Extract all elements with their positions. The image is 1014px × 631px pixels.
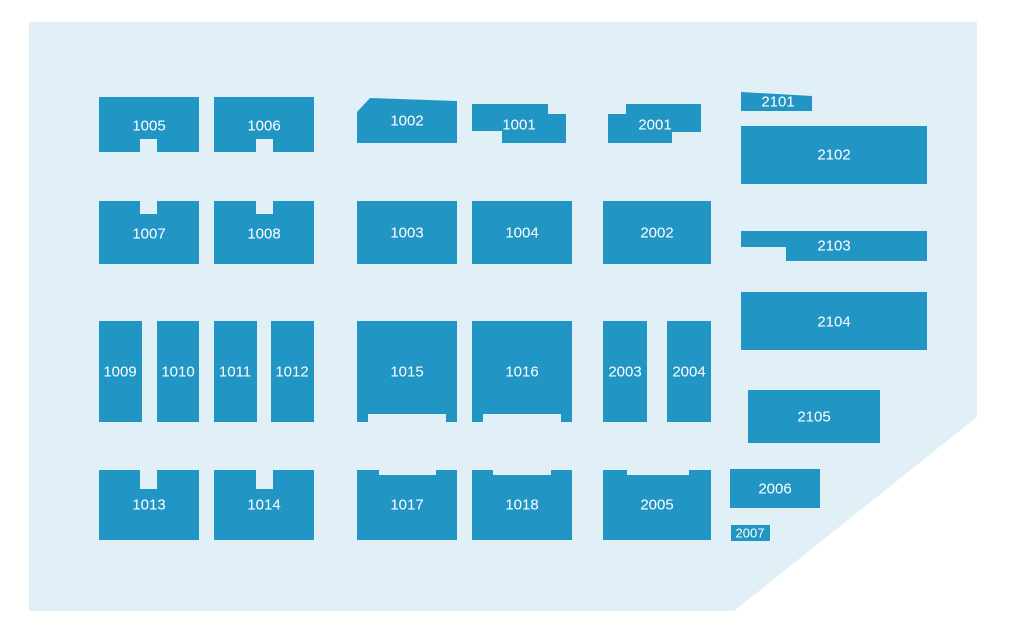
lot-label-1005: 1005 [132, 118, 165, 135]
lot-1003[interactable]: 1003 [357, 201, 457, 264]
lot-2102[interactable]: 2102 [741, 126, 927, 184]
lot-label-2001: 2001 [638, 117, 671, 134]
lot-label-1012: 1012 [275, 364, 308, 381]
lot-label-1011: 1011 [219, 364, 251, 381]
lot-2007[interactable]: 2007 [731, 525, 770, 541]
lot-1011[interactable]: 1011 [214, 321, 257, 422]
lot-label-1006: 1006 [247, 118, 280, 135]
lot-label-2002: 2002 [640, 225, 673, 242]
lot-label-2103: 2103 [817, 238, 850, 255]
lot-1009[interactable]: 1009 [99, 321, 142, 422]
lot-1007[interactable]: 1007 [99, 201, 199, 264]
lot-label-1015: 1015 [390, 364, 423, 381]
lot-label-2005: 2005 [640, 497, 673, 514]
site-area [29, 22, 977, 611]
lot-1013[interactable]: 1013 [99, 470, 199, 540]
lot-label-2004: 2004 [672, 364, 705, 381]
lot-1001[interactable]: 1001 [472, 104, 566, 143]
lot-label-1017: 1017 [390, 497, 423, 514]
lot-label-2003: 2003 [608, 364, 641, 381]
lot-label-1003: 1003 [390, 225, 423, 242]
lot-2002[interactable]: 2002 [603, 201, 711, 264]
lot-label-1010: 1010 [161, 364, 194, 381]
lot-2104[interactable]: 2104 [741, 292, 927, 350]
lot-2103[interactable]: 2103 [741, 231, 927, 261]
lot-1006[interactable]: 1006 [214, 97, 314, 152]
lot-1005[interactable]: 1005 [99, 97, 199, 152]
lot-label-2104: 2104 [817, 314, 850, 331]
lot-1010[interactable]: 1010 [157, 321, 199, 422]
lot-label-1013: 1013 [132, 497, 165, 514]
lot-label-2102: 2102 [817, 147, 850, 164]
lot-label-2105: 2105 [797, 409, 830, 426]
lot-1018[interactable]: 1018 [472, 470, 572, 540]
lot-label-1001: 1001 [502, 117, 535, 134]
lot-2101[interactable]: 2101 [741, 92, 812, 111]
lot-2003[interactable]: 2003 [603, 321, 647, 422]
lot-1017[interactable]: 1017 [357, 470, 457, 540]
lot-1002[interactable]: 1002 [357, 98, 457, 143]
lot-label-1002: 1002 [390, 113, 423, 130]
lot-2001[interactable]: 2001 [608, 104, 701, 143]
lot-2004[interactable]: 2004 [667, 321, 711, 422]
lot-2006[interactable]: 2006 [730, 469, 820, 508]
lot-2105[interactable]: 2105 [748, 390, 880, 443]
lot-label-2006: 2006 [758, 481, 791, 498]
lot-label-1008: 1008 [247, 226, 280, 243]
lot-label-2101: 2101 [761, 94, 794, 111]
lot-1014[interactable]: 1014 [214, 470, 314, 540]
lot-1004[interactable]: 1004 [472, 201, 572, 264]
lot-label-2007: 2007 [736, 526, 765, 541]
lot-label-1004: 1004 [505, 225, 538, 242]
lot-2005[interactable]: 2005 [603, 470, 711, 540]
lot-1012[interactable]: 1012 [271, 321, 314, 422]
lot-label-1007: 1007 [132, 226, 165, 243]
lot-1016[interactable]: 1016 [472, 321, 572, 422]
lot-label-1014: 1014 [247, 497, 280, 514]
lot-1015[interactable]: 1015 [357, 321, 457, 422]
lot-label-1016: 1016 [505, 364, 538, 381]
lot-label-1018: 1018 [505, 497, 538, 514]
lot-label-1009: 1009 [103, 364, 136, 381]
lot-1008[interactable]: 1008 [214, 201, 314, 264]
